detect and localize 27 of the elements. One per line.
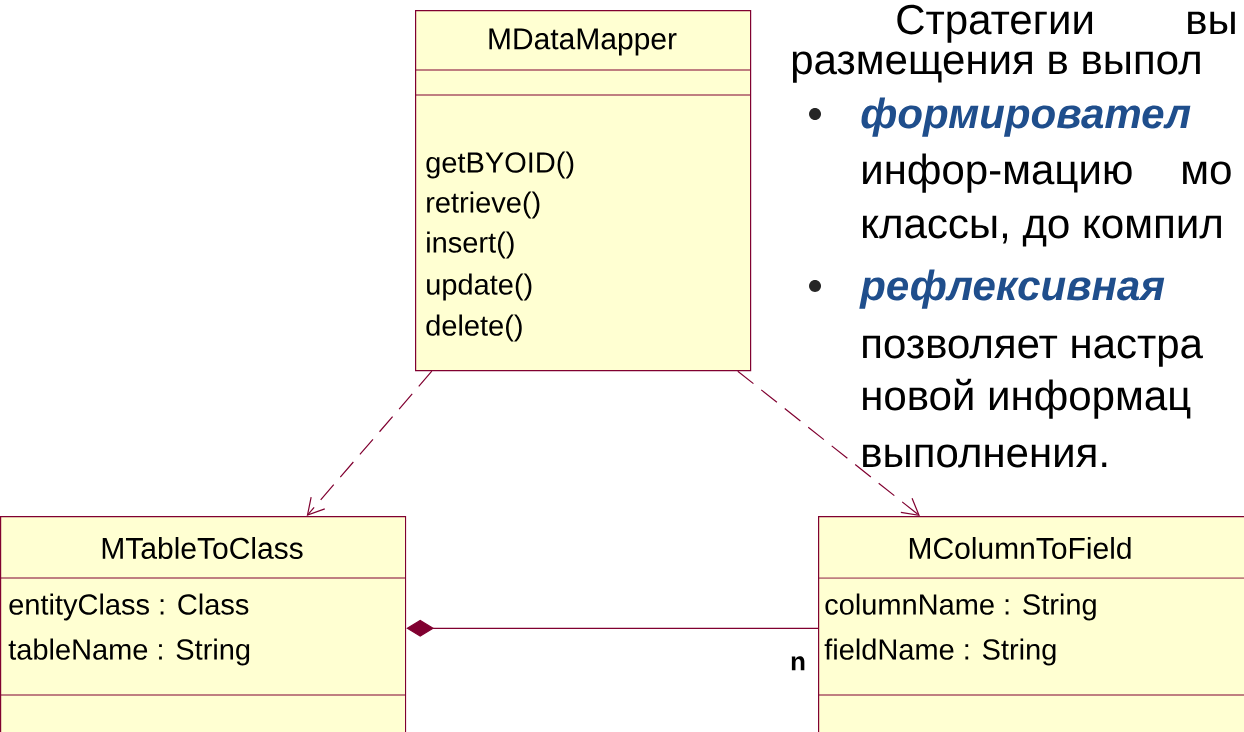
dependency-arrow xyxy=(737,370,920,516)
method-text: retrieve() xyxy=(427,191,540,219)
class-name: MColumnToField xyxy=(909,537,1131,560)
attribute-text: columnName : String xyxy=(825,593,1096,621)
paragraph-text: новой информац xyxy=(863,378,1191,419)
method-text: delete() xyxy=(426,314,522,342)
paragraph-text: размещения в выпол xyxy=(792,51,1200,83)
method-text: getBYOID() xyxy=(426,151,574,179)
class-name: MDataMapper xyxy=(489,28,677,56)
attribute-text: fieldName : String xyxy=(824,638,1056,666)
attribute-text: tableName : String xyxy=(8,638,250,666)
method-text: insert() xyxy=(427,231,514,259)
paragraph-text: рефлексивная xyxy=(859,269,1165,309)
paragraph-text: Стратегии xyxy=(897,4,1093,43)
method-text: update() xyxy=(427,273,532,301)
paragraph-text: выполнения. xyxy=(863,444,1107,468)
paragraph-text: формировател xyxy=(861,97,1191,137)
class-name: MTableToClass xyxy=(102,537,303,560)
multiplicity-label: n xyxy=(789,655,807,672)
attribute-text: entityClass : Class xyxy=(9,593,249,621)
dependency-arrow xyxy=(306,370,433,516)
composition-line xyxy=(406,619,819,637)
paragraph-text: позволяет настра xyxy=(863,335,1203,367)
paragraph-text: вы xyxy=(1188,11,1235,34)
paragraph-text: классы, до компил xyxy=(863,215,1221,247)
paragraph-text: мо xyxy=(1183,161,1231,185)
paragraph-text: инфор-мацию xyxy=(863,153,1132,193)
